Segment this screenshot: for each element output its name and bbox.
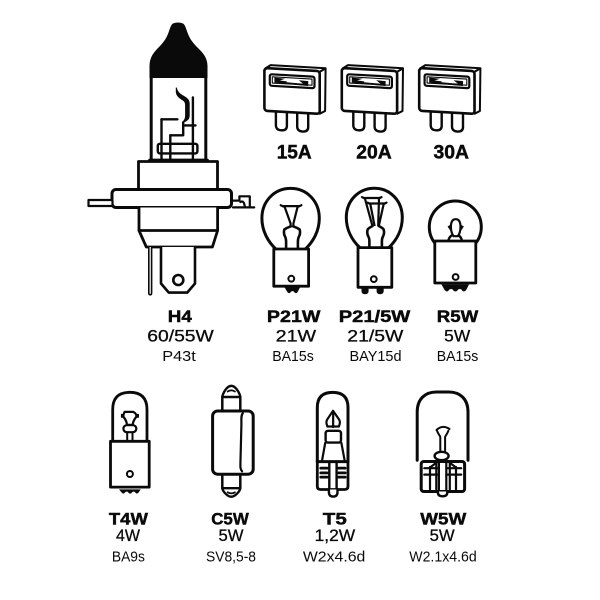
svg-text:4W: 4W (116, 526, 140, 545)
svg-text:21/5W: 21/5W (347, 327, 403, 346)
svg-text:W2x4.6d: W2x4.6d (303, 549, 366, 565)
svg-text:60/55W: 60/55W (147, 327, 214, 346)
svg-text:P21/5W: P21/5W (339, 308, 411, 326)
svg-text:1,2W: 1,2W (315, 526, 356, 545)
svg-text:30A: 30A (433, 142, 469, 164)
svg-text:BA15s: BA15s (437, 349, 479, 365)
svg-text:P21W: P21W (267, 308, 321, 326)
svg-text:H4: H4 (168, 308, 193, 326)
svg-text:BA15s: BA15s (272, 349, 314, 365)
svg-text:5W: 5W (430, 526, 455, 545)
svg-text:BAY15d: BAY15d (350, 349, 402, 365)
svg-text:W5W: W5W (420, 510, 467, 528)
svg-text:R5W: R5W (437, 308, 479, 326)
svg-text:W2.1x4.6d: W2.1x4.6d (409, 549, 477, 565)
svg-text:C5W: C5W (211, 510, 249, 528)
svg-text:T4W: T4W (109, 510, 149, 528)
svg-text:20A: 20A (356, 142, 392, 164)
svg-text:5W: 5W (219, 526, 244, 545)
svg-text:T5: T5 (323, 510, 347, 528)
svg-text:15A: 15A (277, 142, 312, 164)
svg-text:BA9s: BA9s (112, 549, 145, 565)
svg-text:P43t: P43t (162, 349, 196, 365)
svg-text:5W: 5W (444, 327, 470, 346)
svg-text:21W: 21W (276, 327, 317, 346)
svg-text:SV8,5-8: SV8,5-8 (206, 549, 256, 565)
